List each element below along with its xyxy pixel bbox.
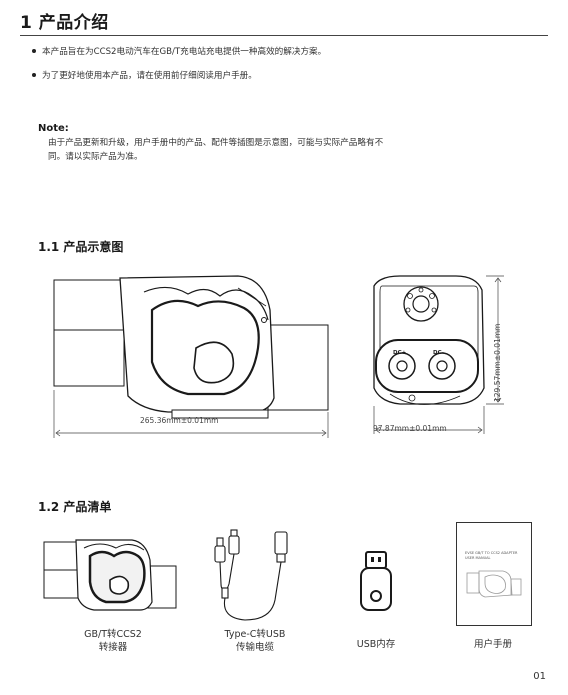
subsection-title: 1.2 产品清单 xyxy=(38,500,112,514)
section-title: 1 产品介绍 xyxy=(20,13,109,33)
bullet-item: 为了更好地使用本产品，请在使用前仔细阅读用户手册。 xyxy=(32,69,257,81)
item-caption: USB内存 xyxy=(326,638,426,651)
height-dimension-label: 129.57mm±0.01mm xyxy=(493,323,502,402)
item-caption-line: Type-C转USB xyxy=(224,629,286,640)
width-dimension-label: 97.87mm±0.01mm xyxy=(373,424,447,433)
bullet-dot-icon xyxy=(32,48,36,53)
page-number: 01 xyxy=(533,671,546,682)
note-line: 由于产品更新和升级，用户手册中的产品、配件等插图是示意图，可能与实际产品略有不 xyxy=(48,138,384,148)
adapter-side-view-drawing xyxy=(53,275,329,438)
item-caption-line: USB内存 xyxy=(356,639,396,650)
manual-cover-line: EVSE GB/T TO CCS2 ADAPTER xyxy=(465,551,518,555)
cable-icon xyxy=(214,529,288,621)
dc-minus-label: DC- xyxy=(433,350,445,356)
note-line: 同。请以实际产品为准。 xyxy=(48,151,143,162)
note-text: 由于产品更新和升级，用户手册中的产品、配件等插图是示意图，可能与实际产品略有不 … xyxy=(48,137,540,164)
item-caption: 用户手册 xyxy=(443,638,543,651)
item-caption-line: GB/T转CCS2 xyxy=(84,629,142,640)
usb-drive-icon xyxy=(360,551,392,611)
subsection-title: 1.1 产品示意图 xyxy=(38,240,124,254)
item-caption-line: 用户手册 xyxy=(473,639,512,650)
item-caption-line: 转接器 xyxy=(98,642,128,653)
dc-plus-label: DC+ xyxy=(393,350,407,356)
bullet-text: 本产品旨在为CCS2电动汽车在GB/T充电站充电提供一种高效的解决方案。 xyxy=(42,47,327,57)
adapter-icon xyxy=(43,539,177,611)
manual-icon: EVSE GB/T TO CCS2 ADAPTER USER MANUAL xyxy=(456,522,532,626)
item-caption: GB/T转CCS2 转接器 xyxy=(63,628,163,654)
adapter-front-view-drawing xyxy=(373,275,504,434)
bullet-text: 为了更好地使用本产品，请在使用前仔细阅读用户手册。 xyxy=(42,71,257,81)
note-label: Note: xyxy=(38,123,69,134)
manual-adapter-illustration xyxy=(466,570,522,598)
title-divider xyxy=(20,35,548,36)
manual-cover-text: EVSE GB/T TO CCS2 ADAPTER USER MANUAL xyxy=(465,551,517,561)
bullet-dot-icon xyxy=(32,72,36,77)
item-caption: Type-C转USB 传输电缆 xyxy=(205,628,305,654)
manual-cover-line: USER MANUAL xyxy=(465,556,491,560)
length-dimension-label: 265.36mm±0.01mm xyxy=(140,416,219,425)
item-caption-line: 传输电缆 xyxy=(235,642,274,653)
bullet-item: 本产品旨在为CCS2电动汽车在GB/T充电站充电提供一种高效的解决方案。 xyxy=(32,45,326,57)
